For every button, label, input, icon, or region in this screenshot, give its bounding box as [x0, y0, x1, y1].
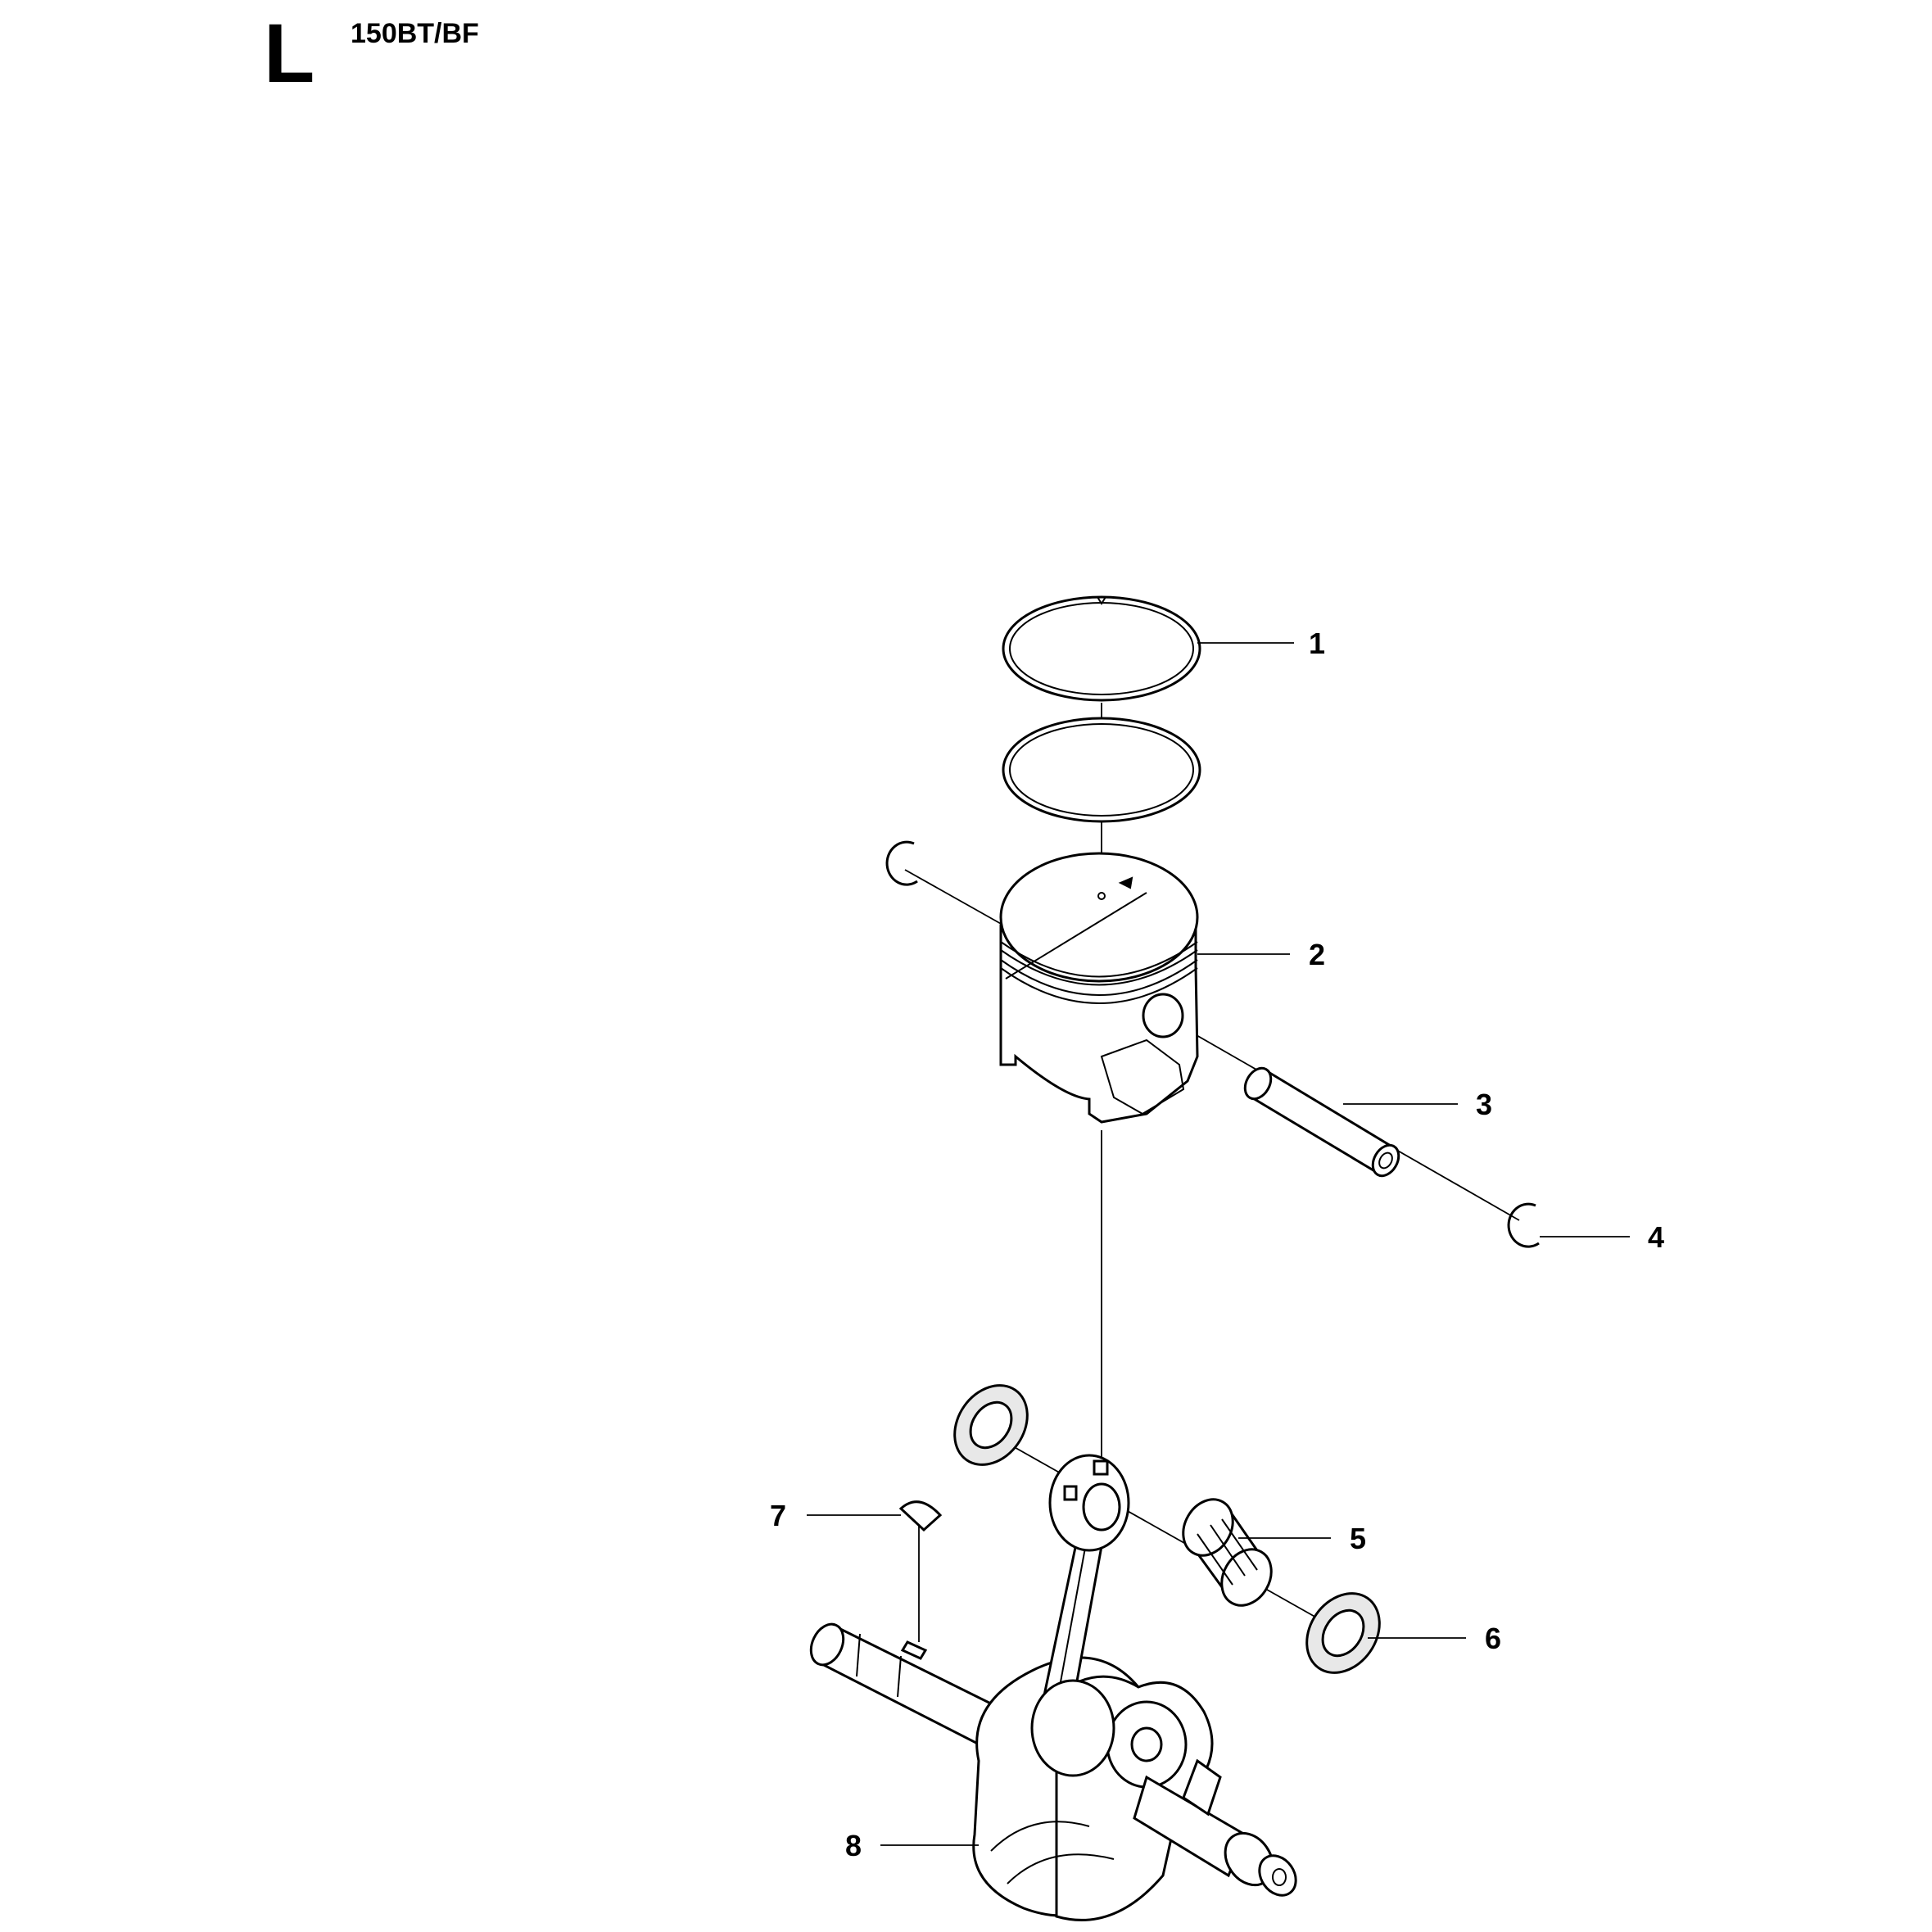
callout-7: 7 [770, 1499, 786, 1532]
callout-4: 4 [1648, 1220, 1664, 1254]
circlip-left[interactable] [885, 840, 918, 886]
pin-axis-line-left [904, 869, 1016, 933]
woodruff-key[interactable] [898, 1500, 943, 1532]
callout-8: 8 [845, 1829, 862, 1862]
needle-bearing[interactable] [1174, 1491, 1281, 1614]
model-code: 150BT/BF [351, 18, 479, 49]
piston-pin[interactable] [1240, 1064, 1404, 1181]
crankshaft[interactable] [805, 1454, 1304, 1921]
thrust-washer-right[interactable] [1292, 1579, 1394, 1686]
piston[interactable] [999, 852, 1199, 1124]
callout-1: 1 [1309, 627, 1325, 660]
section-letter: L [264, 7, 315, 100]
piston-ring-upper[interactable] [1002, 595, 1201, 702]
piston-ring-lower[interactable] [1002, 717, 1201, 823]
callout-6: 6 [1485, 1622, 1501, 1655]
callout-5: 5 [1350, 1522, 1366, 1555]
circlip-right[interactable] [1507, 1202, 1540, 1248]
thrust-washer-left[interactable] [939, 1371, 1042, 1478]
callout-3: 3 [1476, 1088, 1492, 1121]
callout-2: 2 [1309, 938, 1325, 971]
